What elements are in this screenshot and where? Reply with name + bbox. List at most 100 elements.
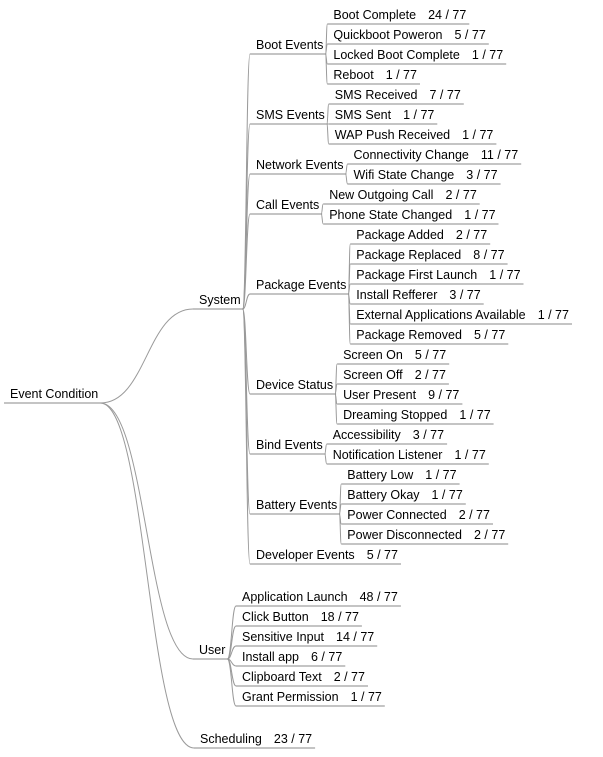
leaf-phone-state-changed-count: 1 / 77 — [464, 208, 495, 222]
link-reboot — [324, 53, 328, 85]
link-grant-permission — [226, 658, 237, 707]
leaf-install-refferer-count: 3 / 77 — [449, 288, 480, 302]
leaf-battery-okay-label: Battery Okay — [347, 488, 420, 502]
category-developer-events-count: 5 / 77 — [367, 548, 398, 562]
leaf-sms-received-count: 7 / 77 — [430, 88, 461, 102]
leaf-quickboot-poweron-count: 5 / 77 — [455, 28, 486, 42]
category-call-events-label: Call Events — [256, 198, 319, 212]
leaf-application-launch-count: 48 / 77 — [360, 590, 398, 604]
leaf-grant-permission-count: 1 / 77 — [351, 690, 382, 704]
leaf-phone-state-changed-label: Phone State Changed — [329, 208, 452, 222]
leaf-screen-on-label: Screen On — [343, 348, 403, 362]
link-accessibility — [324, 443, 328, 455]
leaf-package-removed-label: Package Removed — [356, 328, 462, 342]
leaf-application-launch-label: Application Launch — [242, 590, 348, 604]
link-group-scheduling — [100, 402, 195, 749]
link-developer-events — [242, 308, 251, 565]
leaf-screen-on-count: 5 / 77 — [415, 348, 446, 362]
leaf-screen-off-count: 2 / 77 — [415, 368, 446, 382]
leaf-package-replaced-count: 8 / 77 — [473, 248, 504, 262]
category-sms-events-label: SMS Events — [256, 108, 325, 122]
leaf-battery-low-count: 1 / 77 — [425, 468, 456, 482]
link-group-user — [100, 402, 194, 660]
leaf-package-replaced-label: Package Replaced — [356, 248, 461, 262]
leaf-sms-received-label: SMS Received — [335, 88, 418, 102]
leaf-install-refferer-label: Install Refferer — [356, 288, 437, 302]
leaf-grant-permission-label: Grant Permission — [242, 690, 339, 704]
leaf-power-disconnected-label: Power Disconnected — [347, 528, 462, 542]
leaf-package-added-label: Package Added — [356, 228, 444, 242]
leaf-sensitive-input-count: 14 / 77 — [336, 630, 374, 644]
leaf-user-present-label: User Present — [343, 388, 416, 402]
group-user-label: User — [199, 643, 225, 657]
leaf-locked-boot-complete-count: 1 / 77 — [472, 48, 503, 62]
leaf-wifi-state-change-count: 3 / 77 — [466, 168, 497, 182]
mindmap-nodes: Event Condition Boot Events Boot Complete 2… — [4, 8, 572, 749]
leaf-notification-listener-label: Notification Listener — [333, 448, 443, 462]
leaf-external-applications-available-count: 1 / 77 — [538, 308, 569, 322]
link-sms-received — [326, 103, 330, 125]
category-bind-events-label: Bind Events — [256, 438, 323, 452]
link-connectivity-change — [345, 163, 348, 175]
leaf-connectivity-change-count: 11 / 77 — [481, 148, 518, 162]
leaf-clipboard-text-label: Clipboard Text — [242, 670, 322, 684]
leaf-package-removed-count: 5 / 77 — [474, 328, 505, 342]
leaf-reboot-label: Reboot — [333, 68, 374, 82]
leaf-wifi-state-change-label: Wifi State Change — [354, 168, 455, 182]
category-battery-events-label: Battery Events — [256, 498, 337, 512]
leaf-connectivity-change-label: Connectivity Change — [354, 148, 469, 162]
leaf-new-outgoing-call-count: 2 / 77 — [446, 188, 477, 202]
leaf-click-button-label: Click Button — [242, 610, 309, 624]
link-click-button — [226, 625, 237, 660]
link-power-disconnected — [338, 513, 342, 545]
link-wifi-state-change — [345, 173, 348, 185]
category-network-events-label: Network Events — [256, 158, 344, 172]
category-boot-events-label: Boot Events — [256, 38, 323, 52]
category-package-events-label: Package Events — [256, 278, 346, 292]
leaf-wap-push-received-count: 1 / 77 — [462, 128, 493, 142]
link-group-system — [100, 308, 194, 404]
link-wap-push-received — [326, 123, 330, 145]
group-scheduling-label: Scheduling — [200, 732, 262, 746]
leaf-quickboot-poweron-label: Quickboot Poweron — [333, 28, 442, 42]
link-notification-listener — [324, 453, 328, 465]
leaf-new-outgoing-call-label: New Outgoing Call — [329, 188, 433, 202]
group-scheduling-count: 23 / 77 — [274, 732, 312, 746]
leaf-battery-okay-count: 1 / 77 — [432, 488, 463, 502]
leaf-sms-sent-count: 1 / 77 — [403, 108, 434, 122]
leaf-package-first-launch-count: 1 / 77 — [489, 268, 520, 282]
link-phone-state-changed — [320, 213, 324, 225]
leaf-power-connected-label: Power Connected — [347, 508, 446, 522]
link-dreaming-stopped — [334, 393, 338, 425]
leaf-install-app-count: 6 / 77 — [311, 650, 342, 664]
leaf-screen-off-label: Screen Off — [343, 368, 403, 382]
leaf-dreaming-stopped-label: Dreaming Stopped — [343, 408, 447, 422]
leaf-package-added-count: 2 / 77 — [456, 228, 487, 242]
leaf-notification-listener-count: 1 / 77 — [455, 448, 486, 462]
leaf-power-connected-count: 2 / 77 — [459, 508, 490, 522]
link-package-removed — [347, 293, 351, 345]
leaf-power-disconnected-count: 2 / 77 — [474, 528, 505, 542]
leaf-sms-sent-label: SMS Sent — [335, 108, 392, 122]
root-node-label: Event Condition — [10, 387, 98, 401]
category-developer-events-label: Developer Events — [256, 548, 355, 562]
leaf-battery-low-label: Battery Low — [347, 468, 414, 482]
leaf-user-present-count: 9 / 77 — [428, 388, 459, 402]
leaf-wap-push-received-label: WAP Push Received — [335, 128, 450, 142]
link-call-events — [242, 213, 251, 310]
mindmap-links — [100, 23, 351, 749]
leaf-boot-complete-label: Boot Complete — [333, 8, 416, 22]
leaf-accessibility-label: Accessibility — [333, 428, 402, 442]
leaf-reboot-count: 1 / 77 — [386, 68, 417, 82]
leaf-boot-complete-count: 24 / 77 — [428, 8, 466, 22]
link-device-status — [242, 308, 251, 395]
category-device-status-label: Device Status — [256, 378, 333, 392]
leaf-dreaming-stopped-count: 1 / 77 — [459, 408, 490, 422]
leaf-external-applications-available-label: External Applications Available — [356, 308, 525, 322]
leaf-click-button-count: 18 / 77 — [321, 610, 359, 624]
leaf-accessibility-count: 3 / 77 — [413, 428, 444, 442]
leaf-locked-boot-complete-label: Locked Boot Complete — [333, 48, 460, 62]
leaf-sensitive-input-label: Sensitive Input — [242, 630, 325, 644]
leaf-install-app-label: Install app — [242, 650, 299, 664]
